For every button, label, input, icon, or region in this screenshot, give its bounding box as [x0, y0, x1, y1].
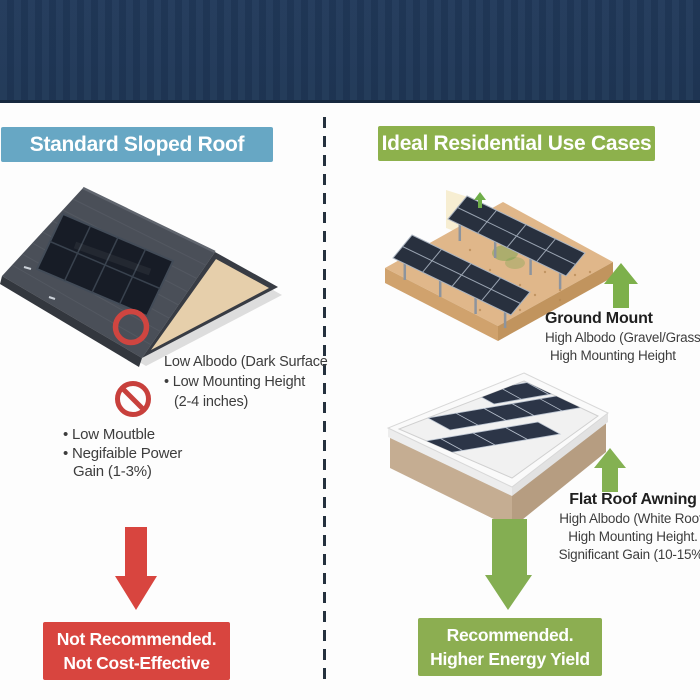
flat-roof-illustration: [386, 372, 609, 528]
left-column-header: Standard Sloped Roof: [1, 127, 273, 162]
right-verdict-box: Recommended. Higher Energy Yield: [418, 618, 602, 676]
flat-roof-line: High Mounting Height.: [568, 529, 698, 544]
up-arrow-icon: [604, 263, 638, 308]
verdict-line: Not Recommended.: [56, 629, 217, 649]
flat-roof-line: Significant Gain (10-15%): [558, 547, 700, 562]
down-arrow-icon: [115, 527, 157, 610]
down-arrow-icon: [485, 519, 532, 610]
drawback-line: Gain (1-3%): [73, 463, 152, 480]
sloped-roof-illustration: [0, 186, 282, 367]
column-divider: [323, 117, 326, 683]
left-callout-note: Low Albodo (Dark Surface • Low Mounting …: [164, 352, 339, 412]
ground-mount-illustration: [385, 190, 613, 341]
left-verdict-box: Not Recommended. Not Cost-Effective: [43, 622, 230, 680]
ground-mount-line: High Mounting Height: [550, 348, 676, 363]
left-drawbacks-note: • Low Moutble • Negifaible Power Gain (1…: [63, 426, 213, 482]
low-mount-highlight-circle: [112, 308, 150, 346]
callout-line: • Low Mounting Height: [164, 374, 306, 390]
verdict-line: Not Cost-Effective: [63, 653, 210, 673]
top-banner: [0, 0, 700, 103]
left-column-title: Standard Sloped Roof: [29, 132, 245, 156]
right-column-header: Ideal Residential Use Cases: [378, 126, 655, 161]
callout-line: (2-4 inches): [174, 394, 249, 410]
up-arrow-icon: [594, 448, 626, 492]
flat-roof-line: High Albodo (White Roof): [559, 511, 700, 526]
ground-mount-title: Ground Mount: [545, 310, 653, 327]
small-up-arrow-icon: [474, 192, 486, 208]
drawback-line: • Negifaible Power: [63, 444, 183, 462]
flat-roof-title: Flat Roof Awning: [569, 491, 697, 508]
no-entry-icon: [115, 381, 151, 417]
ground-mount-line: High Albodo (Gravel/Grass): [545, 330, 700, 345]
verdict-line: Higher Energy Yield: [430, 649, 590, 669]
callout-line: Low Albodo (Dark Surface: [164, 354, 328, 370]
flat-roof-label: Flat Roof Awning High Albodo (White Roof…: [545, 489, 700, 564]
right-column-title: Ideal Residential Use Cases: [381, 131, 652, 155]
verdict-line: Recommended.: [446, 625, 574, 645]
ground-mount-label: Ground Mount High Albodo (Gravel/Grass) …: [545, 308, 700, 365]
drawback-line: • Low Moutble: [63, 426, 155, 443]
